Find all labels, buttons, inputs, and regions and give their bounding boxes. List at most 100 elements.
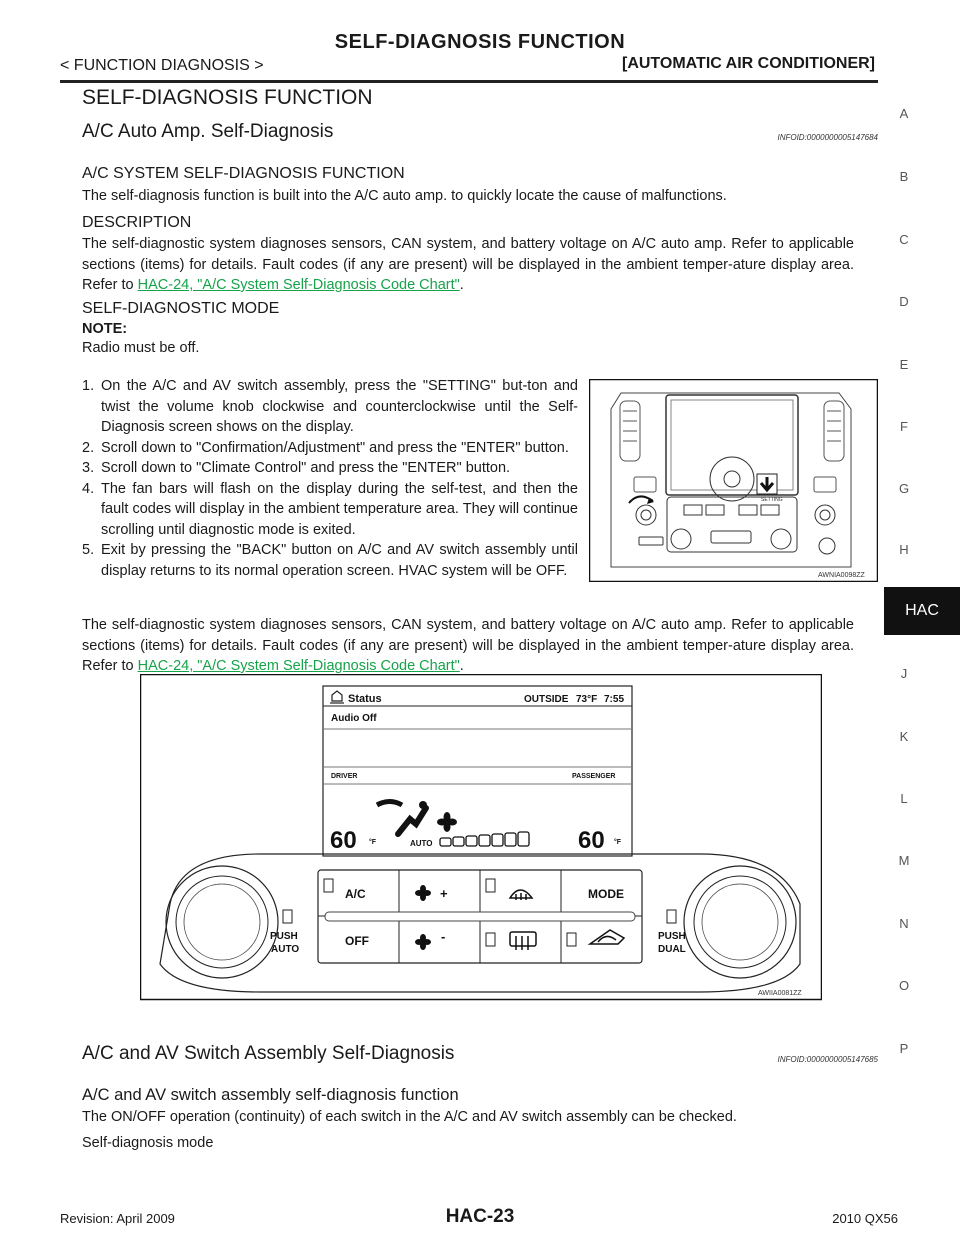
off-label: OFF: [345, 934, 369, 948]
fan-minus-label: -: [441, 929, 445, 944]
ac-label: A/C: [345, 887, 366, 901]
side-tab-j[interactable]: J: [900, 666, 908, 681]
side-tab-p[interactable]: P: [899, 1041, 909, 1056]
figure-caption: AWIIA0081ZZ: [758, 990, 802, 997]
figure-display-control-panel: Status OUTSIDE 73°F 7:55 Audio Off DRIVE…: [140, 674, 822, 1001]
display-status: Status: [348, 693, 382, 705]
section-heading-auto-amp: A/C Auto Amp. Self-Diagnosis: [82, 121, 334, 142]
page-title: SELF-DIAGNOSIS FUNCTION: [334, 31, 626, 53]
push-dual-button[interactable]: PUSH DUAL: [658, 909, 686, 955]
side-tab-l[interactable]: L: [900, 791, 908, 806]
step-text: Scroll down to "Confirmation/Adjustment"…: [101, 439, 569, 456]
side-tab-b[interactable]: B: [899, 169, 909, 184]
paragraph-after-steps: The self-diagnostic system diagnoses sen…: [82, 615, 854, 677]
indicator-led: [282, 909, 293, 924]
mode-button[interactable]: MODE: [588, 887, 624, 901]
side-tab-n[interactable]: N: [899, 916, 909, 931]
fan-icon: [437, 812, 457, 832]
footer-model: 2010 QX56: [832, 1211, 898, 1226]
left-temp-knob[interactable]: [165, 865, 279, 979]
rear-defrost-icon: [509, 931, 537, 947]
note-text: Radio must be off.: [82, 340, 200, 356]
push-auto-line2: AUTO: [271, 944, 299, 955]
subheading-av-switch-function: A/C and AV switch assembly self-diagnosi…: [82, 1086, 459, 1104]
paragraph-description: The self-diagnostic system diagnoses sen…: [82, 234, 854, 296]
footer-revision: Revision: April 2009: [60, 1211, 175, 1226]
side-tab-a[interactable]: A: [899, 106, 909, 121]
mode-auto: AUTO: [410, 839, 433, 848]
figure-av-switch-assembly: SETTING AWNIA0098ZZ: [589, 379, 878, 582]
side-tab-hac-active[interactable]: HAC: [884, 587, 960, 635]
off-button[interactable]: OFF: [345, 934, 369, 948]
step-text: The fan bars will flash on the display d…: [101, 480, 578, 538]
main-heading: SELF-DIAGNOSIS FUNCTION: [82, 86, 373, 109]
display-driver: DRIVER: [331, 773, 357, 780]
indicator-led: [485, 932, 496, 947]
push-dual-line1: PUSH: [658, 931, 686, 942]
front-defrost-button[interactable]: [485, 878, 534, 900]
side-tab-h[interactable]: H: [899, 542, 909, 557]
link-code-chart[interactable]: HAC-24, "A/C System Self-Diagnosis Code …: [137, 277, 460, 293]
display-passenger: PASSENGER: [572, 773, 615, 780]
mode-label: MODE: [588, 887, 624, 901]
display-audio: Audio Off: [331, 713, 377, 724]
indicator-led: [566, 932, 577, 947]
side-tab-d[interactable]: D: [899, 294, 909, 309]
subheading-system-function: A/C SYSTEM SELF-DIAGNOSIS FUNCTION: [82, 165, 405, 182]
fan-icon: [415, 885, 431, 901]
subheading-self-diagnostic-mode: SELF-DIAGNOSTIC MODE: [82, 300, 280, 317]
fan-up-button[interactable]: +: [415, 885, 448, 901]
side-tab-c[interactable]: C: [899, 232, 909, 247]
fan-bars: [439, 831, 530, 847]
after-text: The self-diagnostic system diagnoses sen…: [82, 617, 854, 674]
section-label: [AUTOMATIC AIR CONDITIONER]: [621, 55, 875, 72]
recirculation-button[interactable]: [566, 929, 626, 947]
section-heading-av-switch: A/C and AV Switch Assembly Self-Diagnosi…: [82, 1043, 455, 1064]
fan-icon: [415, 934, 431, 950]
info-id: INFOID:0000000005147685: [777, 1055, 878, 1064]
fan-down-button[interactable]: -: [415, 929, 445, 950]
side-tab-m[interactable]: M: [898, 853, 910, 868]
side-tab-e[interactable]: E: [899, 357, 909, 372]
subheading-self-diagnosis-mode: Self-diagnosis mode: [82, 1135, 214, 1151]
period: .: [459, 658, 464, 674]
step-item: 1. On the A/C and AV switch assembly, pre…: [82, 376, 578, 438]
side-tab-f[interactable]: F: [900, 419, 908, 434]
step-item: 5.Exit by pressing the "BACK" button on …: [82, 540, 578, 581]
note-label: NOTE:: [82, 321, 128, 337]
display-time: 7:55: [604, 694, 624, 705]
step-item: 2.Scroll down to "Confirmation/Adjustmen…: [82, 438, 578, 459]
side-tab-o[interactable]: O: [898, 978, 910, 993]
temp-left: 60: [330, 827, 357, 854]
step-text: On the A/C and AV switch assembly, press…: [101, 378, 578, 435]
side-tab-k[interactable]: K: [899, 729, 909, 744]
procedure-steps: 1. On the A/C and AV switch assembly, pre…: [82, 376, 578, 581]
link-code-chart-2[interactable]: HAC-24, "A/C System Self-Diagnosis Code …: [137, 658, 460, 674]
step-number: 4.: [82, 480, 95, 497]
ac-button[interactable]: A/C: [323, 878, 366, 901]
step-text: Scroll down to "Climate Control" and pre…: [101, 460, 511, 476]
page-number: HAC-23: [445, 1206, 515, 1227]
rear-defrost-button[interactable]: [485, 931, 537, 950]
front-defrost-icon: [508, 889, 534, 899]
setting-label: SETTING: [761, 497, 783, 503]
temp-right: 60: [578, 827, 605, 854]
breadcrumb: < FUNCTION DIAGNOSIS >: [60, 57, 264, 74]
indicator-led: [323, 878, 334, 893]
temp-left-unit: °F: [369, 838, 377, 846]
figure-caption: AWNIA0098ZZ: [818, 572, 866, 579]
step-number: 1.: [82, 378, 95, 394]
description-text: The self-diagnostic system diagnoses sen…: [82, 236, 854, 293]
recirculation-icon: [587, 929, 626, 945]
display-outside: OUTSIDE: [524, 694, 569, 705]
indicator-led: [666, 909, 677, 924]
period: .: [459, 277, 464, 293]
push-auto-line1: PUSH: [270, 931, 298, 942]
indicator-led: [485, 878, 496, 893]
push-auto-button[interactable]: PUSH AUTO: [270, 909, 299, 955]
side-tab-g[interactable]: G: [898, 481, 910, 496]
display-outside-temp: 73°F: [576, 694, 597, 705]
header-divider: [60, 80, 878, 83]
right-temp-knob[interactable]: [683, 865, 797, 979]
push-dual-line2: DUAL: [658, 944, 686, 955]
